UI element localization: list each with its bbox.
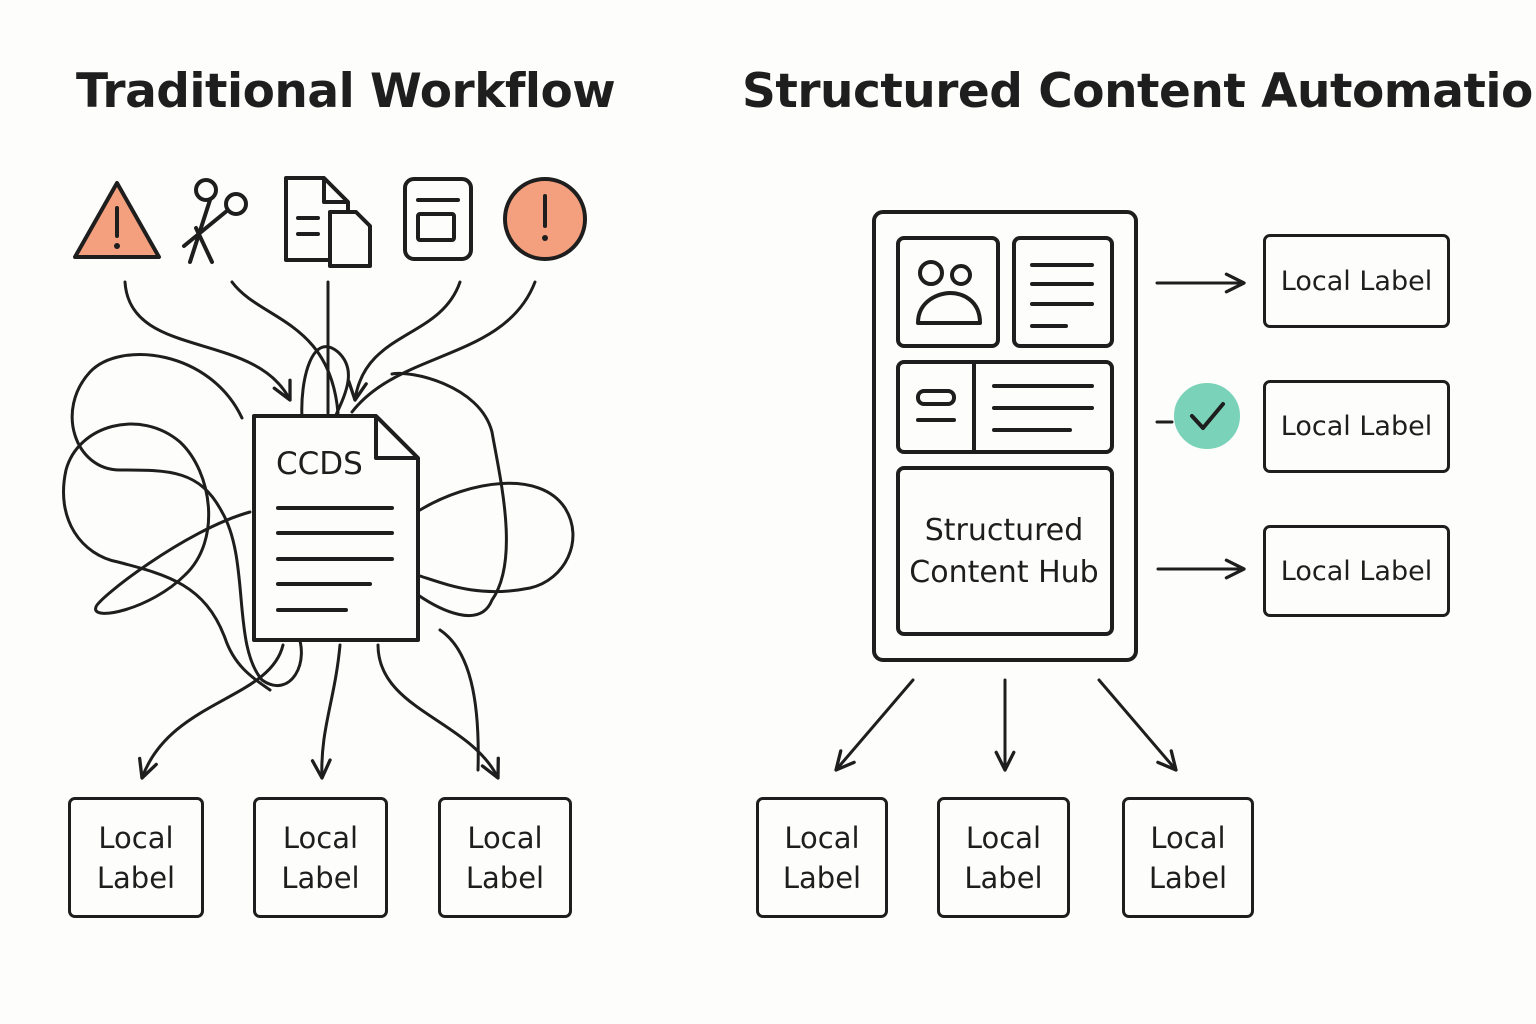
left-output-box-3: Local Label bbox=[438, 797, 572, 918]
local-label-line1: Local bbox=[784, 820, 860, 855]
local-label-line1: Local bbox=[98, 820, 174, 855]
check-icon bbox=[1174, 383, 1240, 449]
user-group-icon bbox=[916, 260, 982, 325]
bottom-output-box-1: Local Label bbox=[756, 797, 888, 918]
left-output-box-1: Local Label bbox=[68, 797, 204, 918]
local-label-line1: Local bbox=[282, 820, 359, 855]
structured-content-automation-title: Structured Content Automation bbox=[742, 64, 1536, 119]
warning-triangle-icon bbox=[73, 181, 161, 259]
local-label-line2: Label bbox=[782, 860, 862, 895]
local-label-text: Local Label bbox=[1280, 411, 1433, 442]
local-label-line2: Label bbox=[96, 860, 176, 895]
side-output-box-3: Local Label bbox=[1263, 525, 1450, 617]
alert-circle-icon bbox=[503, 177, 587, 261]
field-row-module bbox=[896, 360, 1114, 454]
local-label-line2: Label bbox=[465, 860, 545, 895]
local-label-line2: Label bbox=[1148, 860, 1228, 895]
traditional-workflow-title: Traditional Workflow bbox=[76, 64, 616, 119]
side-output-box-2: Local Label bbox=[1263, 380, 1450, 473]
local-label-line1: Local bbox=[1150, 820, 1226, 855]
tangled-connector-lines bbox=[62, 345, 575, 692]
hub-label-module bbox=[896, 466, 1114, 636]
output-arrows-left bbox=[138, 628, 500, 780]
side-output-arrows bbox=[1155, 272, 1246, 580]
local-label-line1: Local bbox=[965, 820, 1042, 855]
local-label-line2: Label bbox=[281, 860, 360, 895]
bottom-output-box-3: Local Label bbox=[1122, 797, 1254, 918]
local-label-line2: Label bbox=[964, 860, 1043, 895]
profile-module bbox=[896, 236, 1000, 348]
local-label-line1: Local bbox=[467, 820, 543, 855]
form-template-icon bbox=[403, 177, 473, 261]
structured-content-hub-label: Structured Content Hub bbox=[909, 513, 1099, 590]
left-output-box-2: Local Label bbox=[253, 797, 388, 918]
side-output-box-1: Local Label bbox=[1263, 234, 1450, 328]
local-label-text: Local Label bbox=[1280, 265, 1433, 297]
local-label-text: Local Label bbox=[1280, 555, 1433, 587]
scissors-icon bbox=[182, 178, 248, 264]
ccds-document-icon bbox=[252, 414, 420, 642]
text-module bbox=[1012, 236, 1114, 348]
icon-arrows bbox=[123, 280, 537, 415]
copy-documents-icon bbox=[284, 176, 372, 268]
ccds-document-label: CCDS bbox=[276, 446, 363, 482]
bottom-output-box-2: Local Label bbox=[937, 797, 1070, 918]
bottom-output-arrows bbox=[834, 678, 1178, 772]
